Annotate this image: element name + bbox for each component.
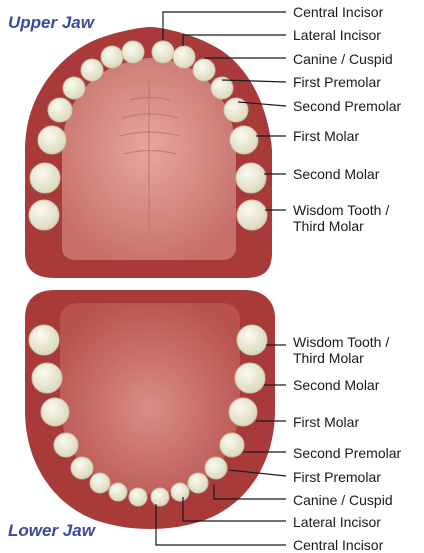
upper-tooth-13 xyxy=(224,98,248,122)
lower-tooth-13 xyxy=(220,433,244,457)
lower-tooth-11 xyxy=(188,473,208,493)
label-line-1: First Molar xyxy=(293,128,359,144)
lower-tooth-10 xyxy=(171,483,189,501)
lower-jaw-label-second-premolar: Second Premolar xyxy=(293,445,401,461)
label-line-1: First Premolar xyxy=(293,469,381,485)
upper-jaw-label-central-incisor: Central Incisor xyxy=(293,4,383,20)
upper-jaw-label-wisdom-tooth: Wisdom Tooth /Third Molar xyxy=(293,202,389,234)
upper-jaw-label-lateral-incisor: Lateral Incisor xyxy=(293,27,381,43)
lower-jaw-title: Lower Jaw xyxy=(8,521,95,541)
label-line-1: Second Premolar xyxy=(293,98,401,114)
upper-jaw-label-first-molar: First Molar xyxy=(293,128,359,144)
label-line-1: Wisdom Tooth / xyxy=(293,202,389,218)
lower-jaw-label-second-molar: Second Molar xyxy=(293,377,379,393)
label-line-1: Central Incisor xyxy=(293,4,383,20)
lower-tooth-8 xyxy=(129,488,147,506)
label-line-1: Second Molar xyxy=(293,377,379,393)
lower-jaw-label-first-molar: First Molar xyxy=(293,414,359,430)
lower-jaw-label-canine: Canine / Cuspid xyxy=(293,492,393,508)
upper-tooth-1 xyxy=(29,200,59,230)
label-line-1: Second Premolar xyxy=(293,445,401,461)
upper-tooth-7 xyxy=(101,46,123,68)
upper-tooth-11 xyxy=(193,59,215,81)
lower-jaw xyxy=(25,290,275,529)
label-line-1: First Molar xyxy=(293,414,359,430)
lower-tooth-16 xyxy=(237,325,267,355)
label-line-1: Lateral Incisor xyxy=(293,27,381,43)
upper-tooth-8 xyxy=(122,41,144,63)
upper-tooth-3 xyxy=(38,126,66,154)
lower-tooth-5 xyxy=(71,457,93,479)
lower-jaw-label-wisdom-tooth: Wisdom Tooth /Third Molar xyxy=(293,334,389,366)
label-line-1: Second Molar xyxy=(293,166,379,182)
upper-tooth-10 xyxy=(173,46,195,68)
lower-tooth-6 xyxy=(90,473,110,493)
upper-tooth-2 xyxy=(30,163,60,193)
label-line-1: Canine / Cuspid xyxy=(293,492,393,508)
lower-tooth-12 xyxy=(205,457,227,479)
label-line-1: Wisdom Tooth / xyxy=(293,334,389,350)
upper-jaw-title: Upper Jaw xyxy=(8,13,94,33)
upper-tooth-5 xyxy=(63,77,85,99)
upper-tooth-14 xyxy=(230,126,258,154)
lower-jaw-label-central-incisor: Central Incisor xyxy=(293,537,383,553)
upper-tooth-6 xyxy=(81,59,103,81)
lower-tooth-15 xyxy=(235,363,265,393)
upper-jaw-label-first-premolar: First Premolar xyxy=(293,74,381,90)
label-line-2: Third Molar xyxy=(293,218,389,234)
lower-tooth-1 xyxy=(29,325,59,355)
label-line-1: Central Incisor xyxy=(293,537,383,553)
upper-jaw xyxy=(25,27,272,278)
upper-tooth-4 xyxy=(48,98,72,122)
lower-jaw-label-first-premolar: First Premolar xyxy=(293,469,381,485)
lower-tooth-2 xyxy=(32,363,62,393)
lower-tooth-9 xyxy=(151,488,169,506)
lower-jaw-label-lateral-incisor: Lateral Incisor xyxy=(293,514,381,530)
label-line-1: Lateral Incisor xyxy=(293,514,381,530)
label-line-2: Third Molar xyxy=(293,350,389,366)
upper-jaw-label-second-premolar: Second Premolar xyxy=(293,98,401,114)
lower-tooth-4 xyxy=(54,433,78,457)
upper-jaw-label-second-molar: Second Molar xyxy=(293,166,379,182)
upper-jaw-label-canine: Canine / Cuspid xyxy=(293,51,393,67)
upper-tooth-16 xyxy=(237,200,267,230)
upper-tooth-15 xyxy=(236,163,266,193)
lower-tooth-3 xyxy=(41,398,69,426)
lower-tooth-14 xyxy=(229,398,257,426)
lower-tooth-7 xyxy=(109,483,127,501)
upper-tooth-9 xyxy=(152,41,174,63)
label-line-1: Canine / Cuspid xyxy=(293,51,393,67)
label-line-1: First Premolar xyxy=(293,74,381,90)
